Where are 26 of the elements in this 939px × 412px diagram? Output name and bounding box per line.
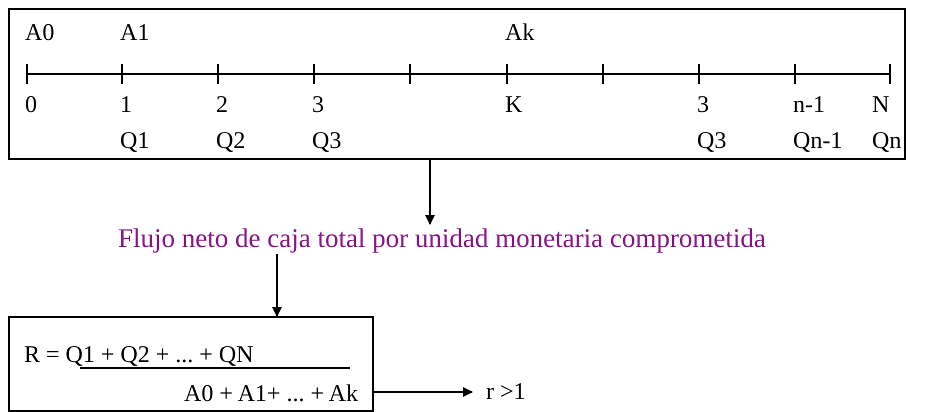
timeline-label: A0 — [25, 20, 54, 46]
arrow — [272, 254, 282, 317]
timeline-label: Q2 — [216, 128, 246, 154]
timeline-label: n-1 — [793, 92, 825, 118]
timeline-label: 0 — [25, 92, 37, 118]
arrow — [425, 160, 435, 225]
timeline-label: Q3 — [312, 128, 342, 154]
timeline-label: N — [872, 92, 890, 118]
timeline-label: Ak — [505, 20, 534, 46]
formula-denominator: A0 + A1+ ... + Ak — [184, 381, 358, 407]
timeline-label: 2 — [216, 92, 228, 118]
timeline-label: 1 — [120, 92, 132, 118]
timeline-box — [8, 8, 906, 160]
formula-numerator: R = Q1 + Q2 + ... + QN — [24, 342, 254, 368]
timeline-label: 3 — [697, 92, 709, 118]
timeline-label: A1 — [120, 20, 150, 46]
formula-box — [8, 316, 374, 412]
caption-text: Flujo neto de caja total por unidad monetaria comprometida — [118, 224, 830, 254]
timeline-label: Q3 — [697, 128, 726, 154]
timeline-label: Q1 — [120, 128, 150, 154]
timeline-label: Qn — [872, 128, 902, 154]
timeline-label: K — [505, 92, 522, 118]
result-text: r >1 — [472, 379, 526, 405]
timeline-label: 3 — [312, 92, 324, 118]
arrow — [374, 387, 473, 397]
timeline-label: Qn-1 — [793, 128, 842, 154]
